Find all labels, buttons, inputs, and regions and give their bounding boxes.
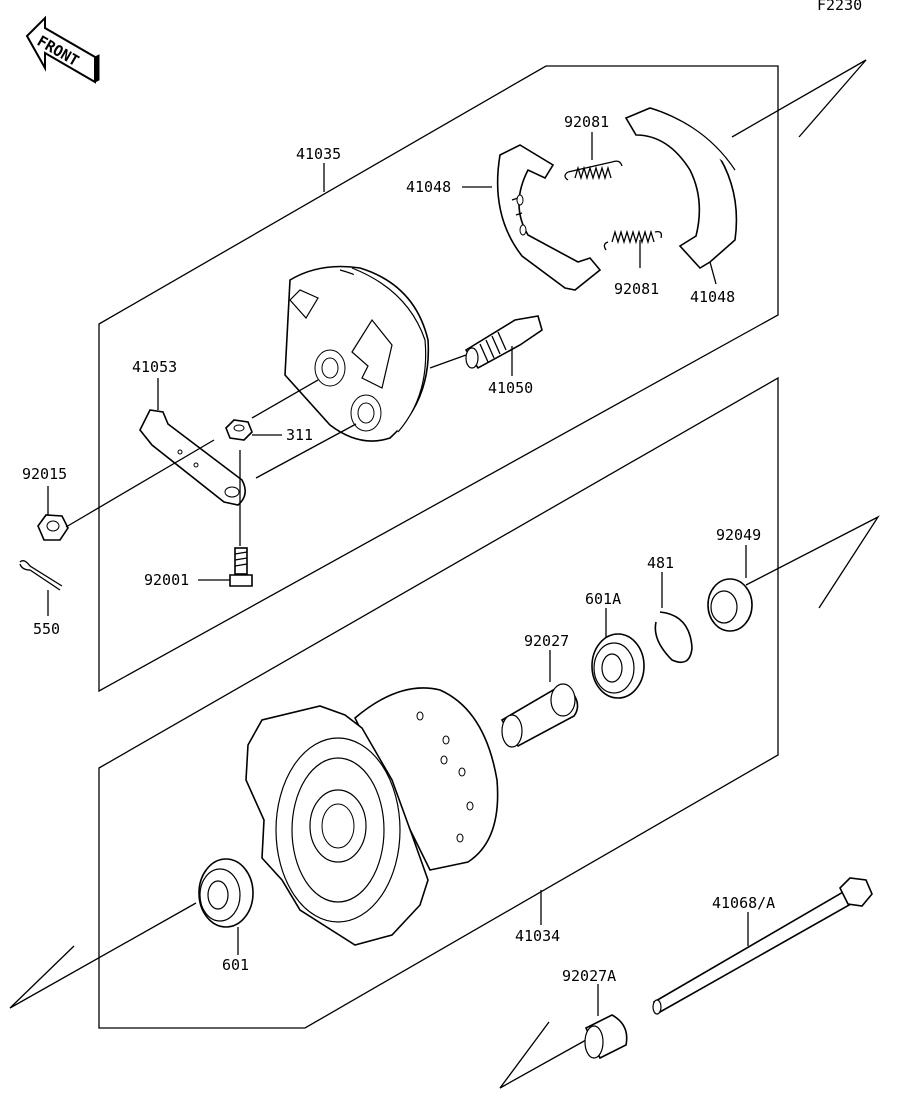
diagram-code: F2230 xyxy=(817,0,862,14)
label-92027a: 92027A xyxy=(562,967,616,985)
oil-seal-92049 xyxy=(707,578,753,632)
label-41050: 41050 xyxy=(488,379,533,397)
brake-panel xyxy=(284,265,430,442)
label-92001: 92001 xyxy=(144,571,189,589)
label-601: 601 xyxy=(222,956,249,974)
axis-pointer-collar xyxy=(499,1021,587,1089)
axle-41068a xyxy=(652,877,873,1015)
nut-311 xyxy=(225,419,253,441)
label-41034: 41034 xyxy=(515,927,560,945)
bolt-92001 xyxy=(229,547,253,587)
label-550: 550 xyxy=(33,620,60,638)
cotter-pin-550 xyxy=(19,560,63,591)
bearing-601a xyxy=(591,633,645,699)
label-41053: 41053 xyxy=(132,358,177,376)
spring-upper xyxy=(564,160,623,181)
axis-pointer-middle xyxy=(745,515,880,609)
spring-lower xyxy=(603,229,663,251)
label-41048-right: 41048 xyxy=(690,288,735,306)
label-92015: 92015 xyxy=(22,465,67,483)
collar-92027a xyxy=(584,1014,628,1060)
label-601a: 601A xyxy=(585,590,621,608)
brake-camshaft xyxy=(429,315,543,370)
label-41068a: 41068/A xyxy=(712,894,775,912)
label-41048-left: 41048 xyxy=(406,178,451,196)
axis-pointer-upper xyxy=(731,59,867,138)
circlip-481 xyxy=(654,611,693,664)
axis-pointer-lower xyxy=(9,902,197,1009)
leader-lines xyxy=(47,132,749,1016)
nut-92015 xyxy=(37,514,69,541)
label-41035: 41035 xyxy=(296,145,341,163)
label-92081-top: 92081 xyxy=(564,113,609,131)
brake-shoe-left xyxy=(496,144,602,291)
bearing-601 xyxy=(198,858,254,928)
label-481: 481 xyxy=(647,554,674,572)
cam-lever xyxy=(139,409,246,506)
brake-shoe-right xyxy=(624,107,738,270)
front-arrow-icon: FRONT xyxy=(25,15,100,84)
brake-panel-frame xyxy=(98,65,779,693)
wheel-hub xyxy=(245,687,499,946)
label-92081-bottom: 92081 xyxy=(614,280,659,298)
spacer-92027 xyxy=(500,683,579,748)
label-92027: 92027 xyxy=(524,632,569,650)
label-92049: 92049 xyxy=(716,526,761,544)
label-311: 311 xyxy=(286,426,313,444)
